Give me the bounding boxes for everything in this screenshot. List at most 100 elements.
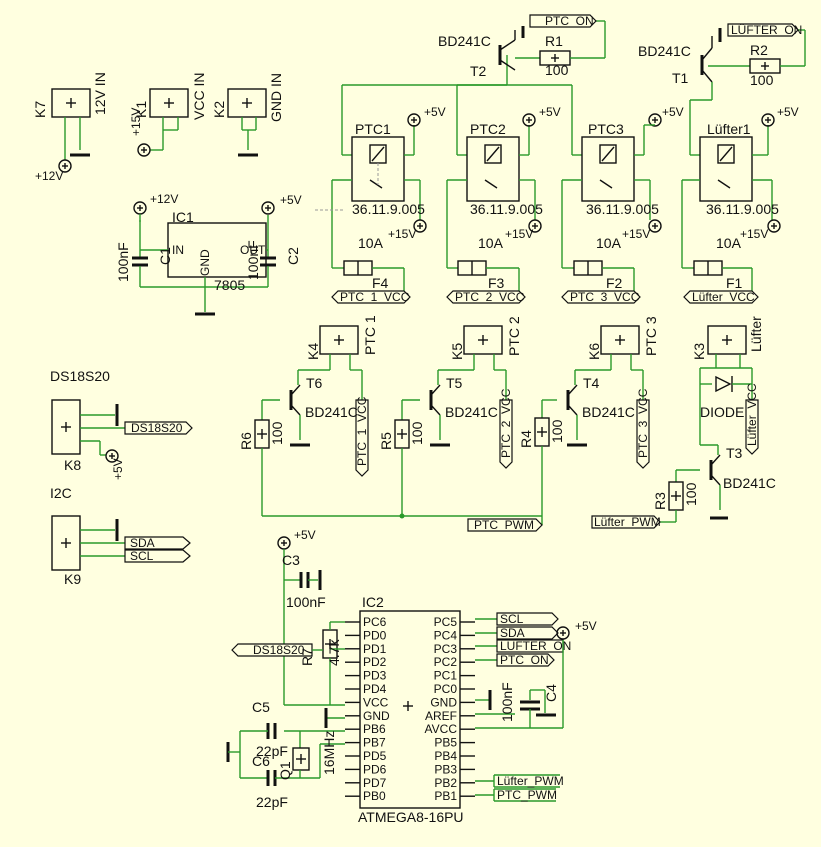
k2-id: K2: [211, 101, 227, 118]
fan-driver: Lüfter_VCC Lüfter_PWM K3 Lüfter DIODE T3…: [591, 316, 776, 529]
mcu-sda-flag: SDA: [500, 626, 525, 640]
r5-id: R5: [378, 432, 394, 450]
relay-ptc2-part: 36.11.9.005: [470, 201, 543, 217]
ic2-right-pin: AVCC: [425, 722, 458, 736]
ic2-left-pins: PC6PD0PD1PD2PD3PD4VCCGNDPB6PB7PD5PD6PD7P…: [345, 615, 390, 803]
c5-id: C5: [252, 699, 270, 715]
ptc2-vcc-flag: PTC_2_VCC: [455, 290, 525, 304]
t3-id: T3: [726, 445, 743, 461]
fuse-f3: 10A F3 PTC_2_VCC: [446, 235, 526, 304]
relay-ptc3-id: PTC3: [588, 121, 624, 137]
c6-value: 22pF: [256, 794, 288, 810]
relay-ptc3-part: 36.11.9.005: [586, 201, 659, 217]
ic2-right-pin: GND: [430, 695, 457, 709]
relay-ptc1-vcc: +15V: [388, 227, 416, 241]
ptc2-driver: PTC_2_VCC K5 PTC 2 T5 BD241C R5 100: [378, 316, 522, 516]
ic1-pin-out: OUT: [240, 243, 266, 257]
relay-ptc2-vcc: +15V: [505, 227, 533, 241]
regulator-ic1: IC1 IN OUT GND 7805 +12V +5V 100nF C1 10…: [115, 192, 302, 316]
connector-k1: K1 VCC IN +15V: [129, 73, 207, 157]
k2-label: GND IN: [268, 73, 284, 122]
f2-id: F2: [606, 275, 623, 291]
relay-ptc3-supply: +5V: [662, 105, 684, 119]
mcu-pc2-flag: PTC_ON: [500, 653, 549, 667]
q1-value: 16MHz: [321, 731, 337, 775]
relay-ptc1-id: PTC1: [355, 121, 391, 137]
ic2-right-pin: PB3: [434, 762, 457, 776]
r1-id: R1: [545, 33, 563, 49]
ic2-left-pin: GND: [363, 709, 390, 723]
relay-ptc1: PTC1 36.11.9.005 +5V +15V: [315, 105, 446, 269]
k6-id: K6: [586, 343, 602, 360]
ic2-left-pin: PD1: [363, 642, 387, 656]
fuse-f4: 10A F4 PTC_1_VCC: [331, 235, 411, 304]
ds-flag: DS18S20: [131, 421, 183, 435]
t1-type: BD241C: [638, 43, 691, 59]
t4-id: T4: [583, 375, 600, 391]
k9-id: K9: [64, 571, 81, 587]
ds18s20-connector: DS18S20 DS18S20 K8 +5V: [50, 368, 193, 480]
t2-id: T2: [470, 63, 487, 79]
f3-rating: 10A: [478, 235, 504, 251]
t6-id: T6: [306, 375, 323, 391]
ic1-id: IC1: [172, 209, 194, 225]
f1-rating: 10A: [716, 235, 742, 251]
mcu-scl-flag: SCL: [500, 612, 524, 626]
r5-value: 100: [409, 421, 425, 445]
k5-label: PTC 2: [506, 316, 522, 356]
mcu-pb1-flag: PTC_PWM: [497, 788, 557, 802]
relay-luefter1-supply: +5V: [777, 105, 799, 119]
ic2-left-pin: PD5: [363, 749, 387, 763]
ic2-left-pin: PC6: [363, 615, 387, 629]
k1-id: K1: [133, 101, 149, 118]
r7-value: 4.7k: [326, 639, 342, 666]
k8-supply: +5V: [111, 458, 125, 480]
ic2-left-pin: PD6: [363, 762, 387, 776]
relay-ptc2: PTC2 36.11.9.005 +5V +15V: [446, 105, 561, 269]
r3-value: 100: [683, 482, 699, 506]
k1-supply: +15V: [129, 108, 143, 136]
k1-label: VCC IN: [191, 73, 207, 120]
k7-supply: +12V: [35, 169, 63, 183]
ic2-right-pin: PC5: [434, 615, 458, 629]
c4-id: C4: [543, 684, 559, 702]
ic2-left-pin: PD2: [363, 655, 387, 669]
relay-luefter1-part: 36.11.9.005: [706, 201, 779, 217]
connector-k2: K2 GND IN: [211, 73, 284, 157]
f3-id: F3: [488, 275, 505, 291]
fuse-f2: 10A F2 PTC_3_VCC: [561, 235, 641, 304]
f2-rating: 10A: [596, 235, 622, 251]
r1-value: 100: [545, 62, 569, 78]
ds-flag-mcu: DS18S20: [253, 643, 305, 657]
relay-ptc2-supply: +5V: [539, 105, 561, 119]
ptc3-vcc-flag: PTC_3_VCC: [570, 290, 640, 304]
t4-type: BD241C: [582, 404, 635, 420]
ic2-right-pin: PB4: [434, 749, 457, 763]
k6-label: PTC 3: [643, 316, 659, 356]
ic2-right-pin: PC4: [434, 628, 458, 642]
relay-ptc2-id: PTC2: [470, 121, 506, 137]
ic2-right-pin: PC0: [434, 682, 458, 696]
ic2-right-pin: PB5: [434, 736, 457, 750]
ptc-pwm-flag: PTC_PWM: [474, 518, 534, 532]
mcu-pc3-flag: LUFTER_ON: [500, 639, 571, 653]
c2-value: 100nF: [245, 240, 261, 280]
c1-value: 100nF: [115, 242, 131, 282]
relay-luefter1: Lüfter1 36.11.9.005 +5V +15V: [681, 105, 799, 269]
ic2-part: ATMEGA8-16PU: [358, 809, 464, 825]
relay-ptc1-supply: +5V: [424, 105, 446, 119]
q1-id: Q1: [277, 761, 293, 780]
t3-type: BD241C: [723, 475, 776, 491]
fuse-f1: 10A F1 Lüfter_VCC: [683, 235, 759, 304]
ic2-right-pin: PC2: [434, 655, 458, 669]
ic2-left-pin: PB6: [363, 722, 386, 736]
r7-id: R7: [299, 648, 315, 666]
t6-type: BD241C: [305, 404, 358, 420]
ic2-right-pin: PC1: [434, 669, 458, 683]
ptc-pwm-bus: PTC_PWM: [262, 513, 543, 532]
f4-rating: 10A: [358, 235, 384, 251]
luefter-vcc-flag: Lüfter_VCC: [692, 290, 755, 304]
mcu-avcc-supply: +5V: [575, 619, 597, 633]
c6-id: C6: [252, 753, 270, 769]
c3-value: 100nF: [286, 594, 326, 610]
